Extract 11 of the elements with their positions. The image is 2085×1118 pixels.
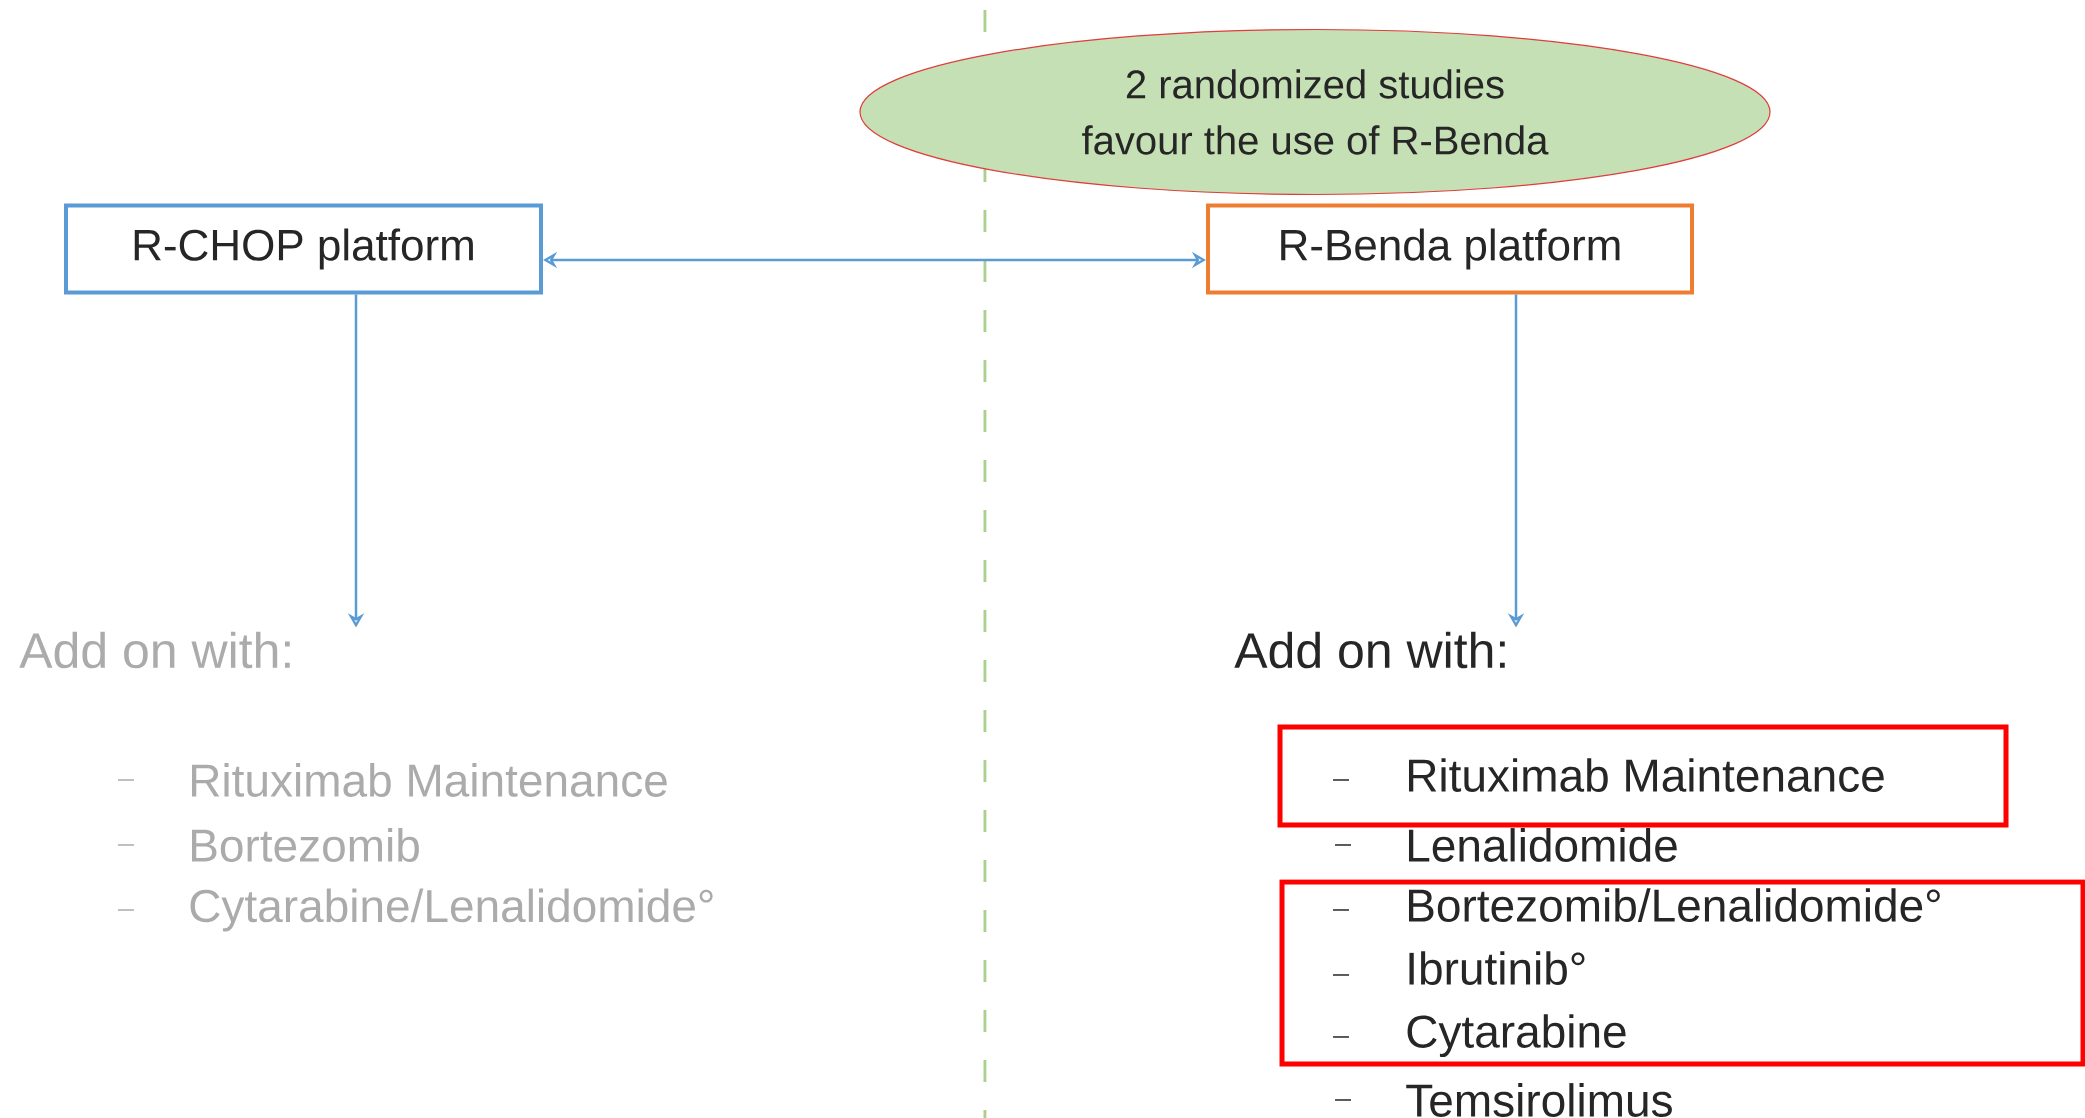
list-item: Lenalidomide <box>1409 828 1677 862</box>
platform-box: R-Benda platform <box>1206 203 1694 295</box>
heading-text: Add on with: <box>19 631 290 669</box>
list-item: Cytarabine/Lenalidomide° <box>190 888 713 932</box>
list-item: Bortezomib <box>192 828 419 862</box>
highlight-box: Bortezomib/Lenalidomide° Ibrutinib° Cytarabine <box>1279 879 2085 1067</box>
list-item: Rituximab Maintenance <box>192 763 667 797</box>
platform-box: R-CHOP platform <box>64 203 543 295</box>
heading-text: Add on with: <box>1234 631 1505 669</box>
oval-callout: 2 randomized studies favour the use of R-Benda <box>859 28 1771 196</box>
highlight-box: Rituximab Maintenance <box>1277 724 2009 828</box>
